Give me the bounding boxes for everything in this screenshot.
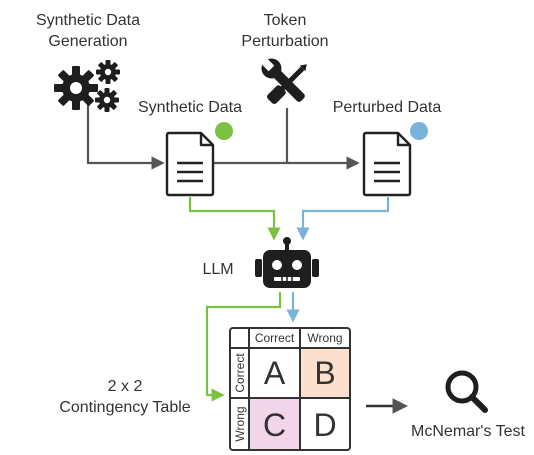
generation-label: Synthetic Data Generation (18, 10, 158, 52)
perturbation-label-line2: Perturbation (241, 33, 329, 50)
synthetic-data-label: Synthetic Data (137, 99, 243, 116)
generation-to-synthetic-arrow (86, 104, 165, 170)
contingency-table (229, 327, 351, 451)
synthetic-to-llm-arrow (188, 197, 281, 241)
llm-label: LLM (202, 261, 234, 278)
magnifier-icon (445, 370, 488, 413)
perturbed-dot (410, 122, 428, 140)
cell-a: A (263, 355, 286, 391)
cell-c: C (262, 407, 287, 443)
cell-d: D (313, 407, 337, 443)
generation-label-line1: Synthetic Data (35, 12, 141, 29)
mcnemar-label: McNemar's Test (411, 423, 525, 440)
contingency-label-line1: 2 x 2 (107, 378, 143, 395)
wrench-screwdriver-icon (260, 57, 307, 104)
perturbation-label: Token Perturbation (220, 10, 350, 52)
perturbed-to-llm-arrow (296, 197, 390, 241)
contingency-label: 2 x 2 Contingency Table (50, 376, 200, 418)
perturbation-label-line1: Token (263, 12, 307, 29)
synthetic-document-icon (165, 131, 215, 197)
cell-b: B (314, 355, 336, 391)
robot-icon (255, 237, 319, 288)
llm-to-table-green-arrow (205, 292, 282, 402)
synthetic-dot (215, 122, 233, 140)
perturbed-data-label: Perturbed Data (332, 99, 442, 116)
contingency-label-line2: Contingency Table (59, 399, 191, 416)
gears-icon (54, 60, 120, 112)
row-header-wrong: Wrong (233, 406, 247, 442)
perturbed-document-icon (362, 131, 412, 197)
generation-label-line2: Generation (48, 33, 128, 50)
col-header-correct: Correct (254, 331, 295, 345)
col-header-wrong: Wrong (307, 331, 343, 345)
